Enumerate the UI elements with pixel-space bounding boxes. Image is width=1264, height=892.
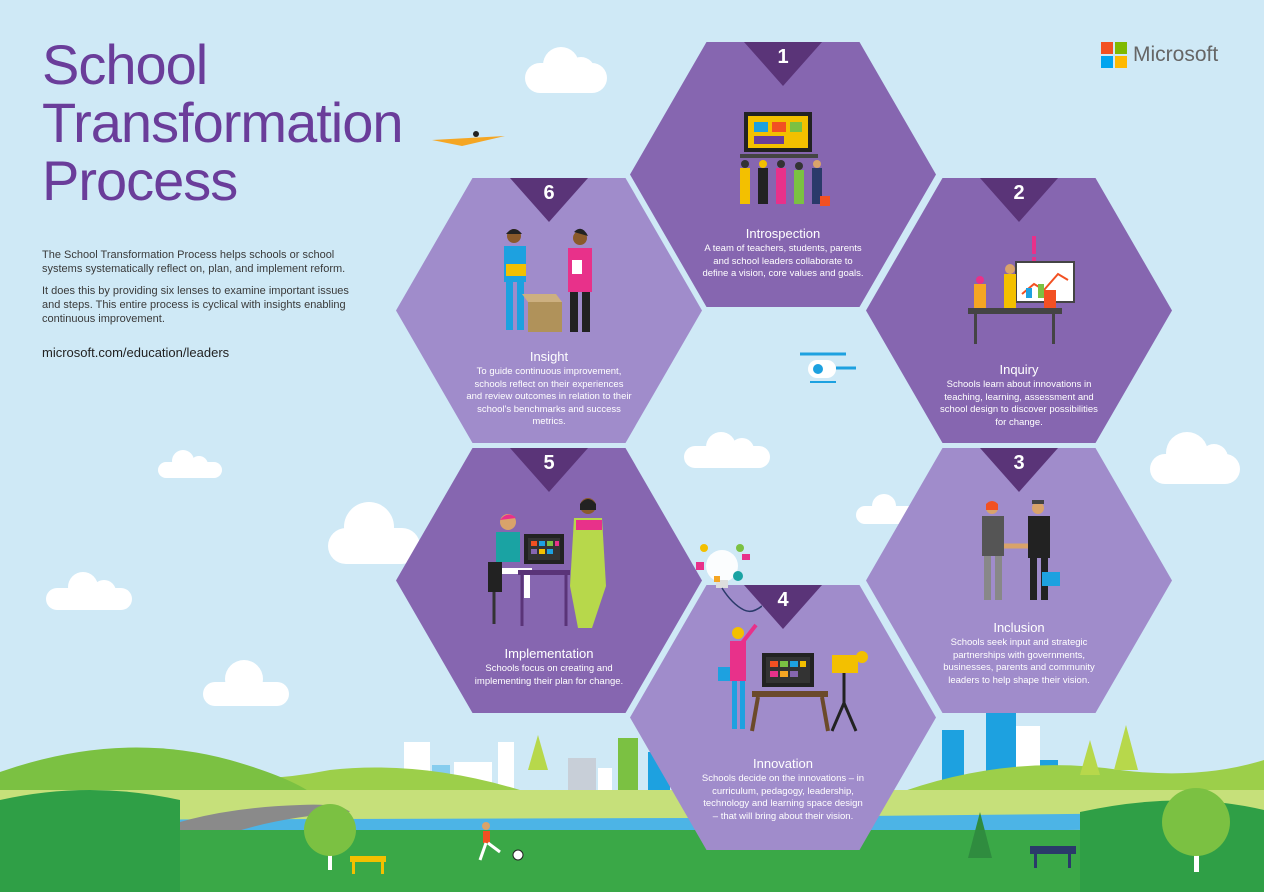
benches [350, 846, 1076, 874]
creative-workstation-illustration [718, 623, 868, 732]
step-title: Inclusion [993, 620, 1045, 635]
step-title: Inquiry [999, 362, 1039, 377]
classroom-presentation-illustration [968, 236, 1075, 344]
microsoft-windows-icon [1101, 42, 1127, 68]
computer-collaboration-illustration [488, 498, 606, 628]
intro-text: The School Transformation Process helps … [42, 248, 362, 334]
team-holding-screen-illustration [740, 112, 830, 206]
helicopter [800, 352, 856, 383]
review-outcomes-illustration [504, 228, 592, 332]
lightbulb-ideas-illustration [696, 544, 762, 613]
step-description: Schools focus on creating and implementi… [474, 663, 624, 687]
step-title: Implementation [504, 646, 594, 661]
step-title: Introspection [745, 226, 821, 241]
title-line: Transformation [42, 91, 403, 154]
step-number: 4 [777, 589, 789, 611]
cloud [328, 498, 420, 564]
website-link[interactable]: microsoft.com/education/leaders [42, 345, 230, 360]
step-description: Schools seek input and strategic partner… [943, 637, 1095, 686]
step-4-innovation: 4 Innovation Schools decide on the innov… [630, 585, 936, 850]
step-number: 6 [543, 182, 555, 204]
microsoft-logo: Microsoft [1101, 42, 1218, 68]
cloud [1150, 432, 1240, 484]
number-tab [744, 585, 822, 629]
trees [304, 725, 1230, 872]
step-number: 1 [777, 46, 789, 68]
step-description: Schools decide on the innovations – in c… [701, 773, 865, 822]
number-tab [744, 42, 822, 86]
cloud [525, 45, 607, 93]
step-description: A team of teachers, students, parents an… [702, 243, 864, 279]
step-number: 5 [543, 452, 555, 474]
step-title: Insight [529, 349, 569, 364]
intro-paragraph: It does this by providing six lenses to … [42, 285, 349, 325]
cloud [158, 450, 222, 478]
title-line: Process [42, 149, 238, 212]
number-tab [510, 178, 588, 222]
paper-plane [432, 131, 505, 146]
step-number: 2 [1013, 182, 1025, 204]
page-title: School Transformation Process [42, 36, 403, 210]
child-playing-soccer [478, 822, 524, 861]
brand-name: Microsoft [1133, 43, 1219, 66]
title-line: School [42, 33, 208, 96]
handshake-illustration [982, 500, 1060, 600]
intro-paragraph: The School Transformation Process helps … [42, 249, 346, 275]
step-description: Schools learn about innovations in teach… [940, 379, 1098, 428]
step-description: To guide continuous improvement, schools… [466, 366, 632, 427]
number-tab [980, 448, 1058, 492]
number-tab [510, 448, 588, 492]
cloud [684, 432, 770, 468]
cloud [203, 660, 289, 706]
step-number: 3 [1013, 452, 1025, 474]
cloud [46, 572, 132, 610]
number-tab [980, 178, 1058, 222]
step-title: Innovation [753, 756, 813, 771]
